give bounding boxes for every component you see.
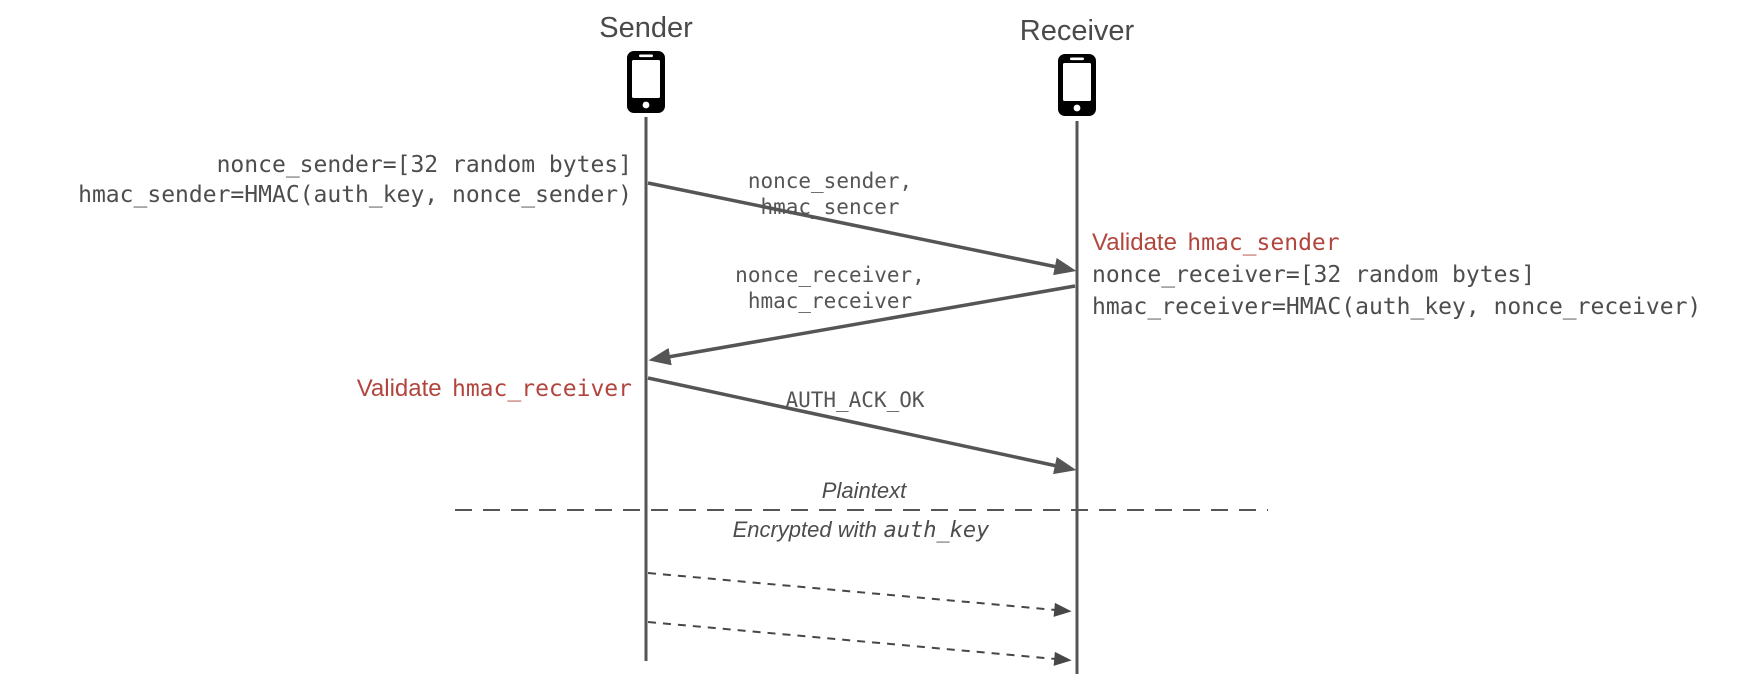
sender-validate-prefix: Validate bbox=[356, 375, 442, 402]
auth-response-label-line-2: hmac_receiver bbox=[747, 289, 913, 313]
sender-validate-note: Validate hmac_receiver bbox=[0, 373, 632, 404]
receiver-validate-prefix: Validate bbox=[1092, 229, 1177, 256]
sender-setup-line-2: hmac_sender=HMAC(auth_key, nonce_sender) bbox=[78, 182, 632, 208]
sender-actor-label: Sender bbox=[599, 12, 693, 44]
encrypted-message-arrow-1 bbox=[647, 572, 1072, 617]
receiver-validate-code: hmac_sender bbox=[1187, 230, 1340, 256]
plaintext-zone-label: Plaintext bbox=[821, 478, 907, 503]
auth-response-arrow bbox=[648, 284, 1076, 366]
receiver-note-line-3: hmac_receiver=HMAC(auth_key, nonce_recei… bbox=[1092, 294, 1702, 320]
encrypted-zone-code: auth_key bbox=[883, 518, 990, 543]
auth-request-arrow bbox=[647, 181, 1077, 276]
encrypted-zone-prefix: Encrypted with bbox=[732, 517, 877, 542]
receiver-validate-line: Validate hmac_sender bbox=[1092, 226, 1752, 259]
auth-ack-arrow bbox=[647, 376, 1077, 475]
auth-response-label-line-1: nonce_receiver, bbox=[735, 263, 925, 287]
receiver-actor-label: Receiver bbox=[1019, 15, 1135, 47]
auth-request-label: nonce_sender, hmac_sencer bbox=[680, 168, 980, 220]
receiver-phone-icon bbox=[1058, 54, 1096, 116]
sender-setup-note: nonce_sender=[32 random bytes] hmac_send… bbox=[0, 150, 632, 210]
auth-request-label-line-2: hmac_sencer bbox=[760, 195, 900, 219]
sender-phone-icon bbox=[627, 51, 665, 113]
auth-request-label-line-1: nonce_sender, bbox=[747, 169, 913, 193]
receiver-side-note: Validate hmac_sender nonce_receiver=[32 r… bbox=[1092, 226, 1752, 323]
encrypted-message-arrow-2 bbox=[647, 621, 1072, 666]
auth-ack-label: AUTH_ACK_OK bbox=[785, 388, 925, 412]
receiver-note-line-2: nonce_receiver=[32 random bytes] bbox=[1092, 262, 1536, 288]
auth-response-label: nonce_receiver, hmac_receiver bbox=[680, 262, 980, 314]
sender-setup-line-1: nonce_sender=[32 random bytes] bbox=[216, 152, 632, 178]
sender-validate-code: hmac_receiver bbox=[451, 376, 632, 402]
